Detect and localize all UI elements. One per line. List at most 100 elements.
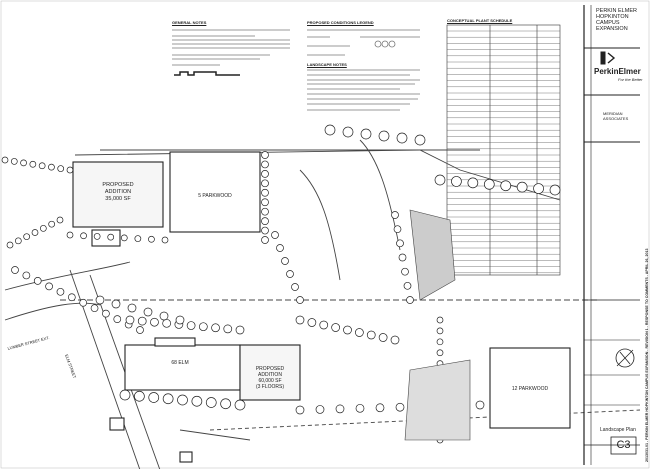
tree-symbol [331, 323, 340, 332]
tree-symbol [191, 395, 203, 407]
tree-symbol [436, 338, 444, 346]
sheet-title: Landscape Plan [600, 427, 636, 433]
tree-symbol [342, 126, 354, 138]
addition-1-label: ADDITION [105, 189, 131, 195]
tree-symbol [66, 231, 74, 239]
tree-symbol [113, 315, 122, 323]
tree-symbol [549, 184, 561, 196]
tree-symbol [14, 237, 22, 245]
tree-symbol [148, 235, 155, 243]
legend-block [307, 29, 420, 111]
tree-symbol [136, 326, 144, 334]
tree-symbol [324, 124, 336, 136]
tree-symbol [10, 158, 18, 165]
building-5-parkwood [169, 151, 261, 233]
tree-symbol [95, 295, 105, 305]
tree-symbol [20, 159, 27, 167]
tree-symbol [127, 303, 137, 313]
addition-2-label: 60,000 SF [258, 378, 281, 384]
tree-symbol [343, 325, 352, 335]
tree-symbol [148, 392, 160, 403]
tree-symbol [319, 320, 329, 330]
tree-symbol [396, 132, 408, 144]
tree-symbol [56, 216, 64, 224]
general-notes-block [172, 29, 290, 66]
tree-symbol [39, 224, 47, 232]
addition-1-label: 35,000 SF [105, 196, 131, 202]
tree-symbol [451, 176, 462, 187]
tree-symbol [261, 151, 269, 159]
building-5-parkwood-label: 5 PARKWOOD [198, 193, 232, 199]
tree-symbol [533, 183, 544, 194]
tree-symbol [119, 389, 131, 401]
tree-symbol [378, 130, 390, 142]
tree-symbol [177, 394, 188, 406]
tree-symbol [31, 229, 39, 236]
tree-symbol [414, 134, 426, 146]
tree-symbol [307, 318, 317, 327]
tree-symbol [150, 317, 159, 327]
tree-symbol [186, 321, 196, 330]
tree-symbol [261, 236, 269, 244]
tree-symbol [391, 211, 399, 219]
engineer-name-line: MERIDIAN [603, 111, 623, 116]
engineer-name-line: ASSOCIATES [603, 116, 629, 121]
building-68-elm-label: 68 ELM [171, 360, 188, 366]
tree-symbol [205, 397, 217, 408]
building-12-parkwood-label: 12 PARKWOOD [512, 386, 549, 392]
title-block [583, 5, 640, 465]
tree-symbol [223, 324, 233, 334]
tree-symbol [401, 267, 409, 276]
project-name: PERKIN ELMER HOPKINTON CAMPUS EXPANSION [596, 8, 650, 32]
tree-symbol [395, 402, 405, 412]
addition-2-label: PROPOSED [256, 366, 285, 372]
tree-symbol [500, 180, 512, 192]
tree-symbol [360, 128, 372, 140]
tree-symbol [261, 198, 269, 207]
tree-symbol [261, 226, 269, 235]
north-arrow-icon [615, 348, 635, 368]
tree-symbol [93, 233, 101, 240]
tree-symbol [261, 217, 269, 225]
addition-1-label: PROPOSED [102, 182, 133, 188]
landscape-notes-title: LANDSCAPE NOTES [307, 62, 347, 67]
building-68-elm [124, 344, 241, 391]
tree-symbol [261, 160, 269, 169]
tree-symbol [286, 270, 294, 278]
tree-symbol [66, 166, 74, 174]
scale-bar [174, 71, 240, 76]
tree-symbol [29, 160, 37, 168]
tree-symbol [335, 404, 345, 414]
sheet-number: C3 [616, 439, 631, 451]
tree-symbol [295, 405, 305, 415]
tree-symbol [467, 177, 479, 189]
tree-symbol [48, 220, 56, 228]
tree-symbol [291, 283, 299, 291]
tree-symbol [434, 174, 446, 186]
tree-symbol [436, 349, 444, 357]
tree-symbol [483, 178, 495, 190]
tree-symbol [261, 207, 269, 216]
tree-symbol [175, 315, 185, 325]
tree-symbol [235, 325, 245, 335]
tree-symbol [393, 225, 402, 234]
tree-symbol [516, 181, 528, 193]
tree-symbol [22, 271, 31, 280]
project-name-line: PERKIN ELMER [596, 8, 637, 14]
hatched-landscape-area [404, 209, 471, 441]
vertical-caption: 2013031.01 - PERKIN ELMER HOPKINTON CAMP… [645, 248, 649, 462]
tree-symbol [398, 253, 407, 262]
tree-symbol [375, 403, 385, 413]
tree-symbol [102, 309, 110, 318]
tree-symbol [90, 304, 99, 313]
tree-symbol [271, 231, 279, 239]
tree-symbol [355, 328, 364, 337]
tree-symbol [159, 311, 169, 321]
tree-symbol [378, 333, 388, 342]
tree-symbol [33, 277, 42, 285]
tree-symbol [220, 398, 231, 410]
tree-symbol [161, 236, 169, 244]
general-notes-title: GENERAL NOTES [172, 20, 207, 25]
tree-symbol [125, 315, 135, 325]
